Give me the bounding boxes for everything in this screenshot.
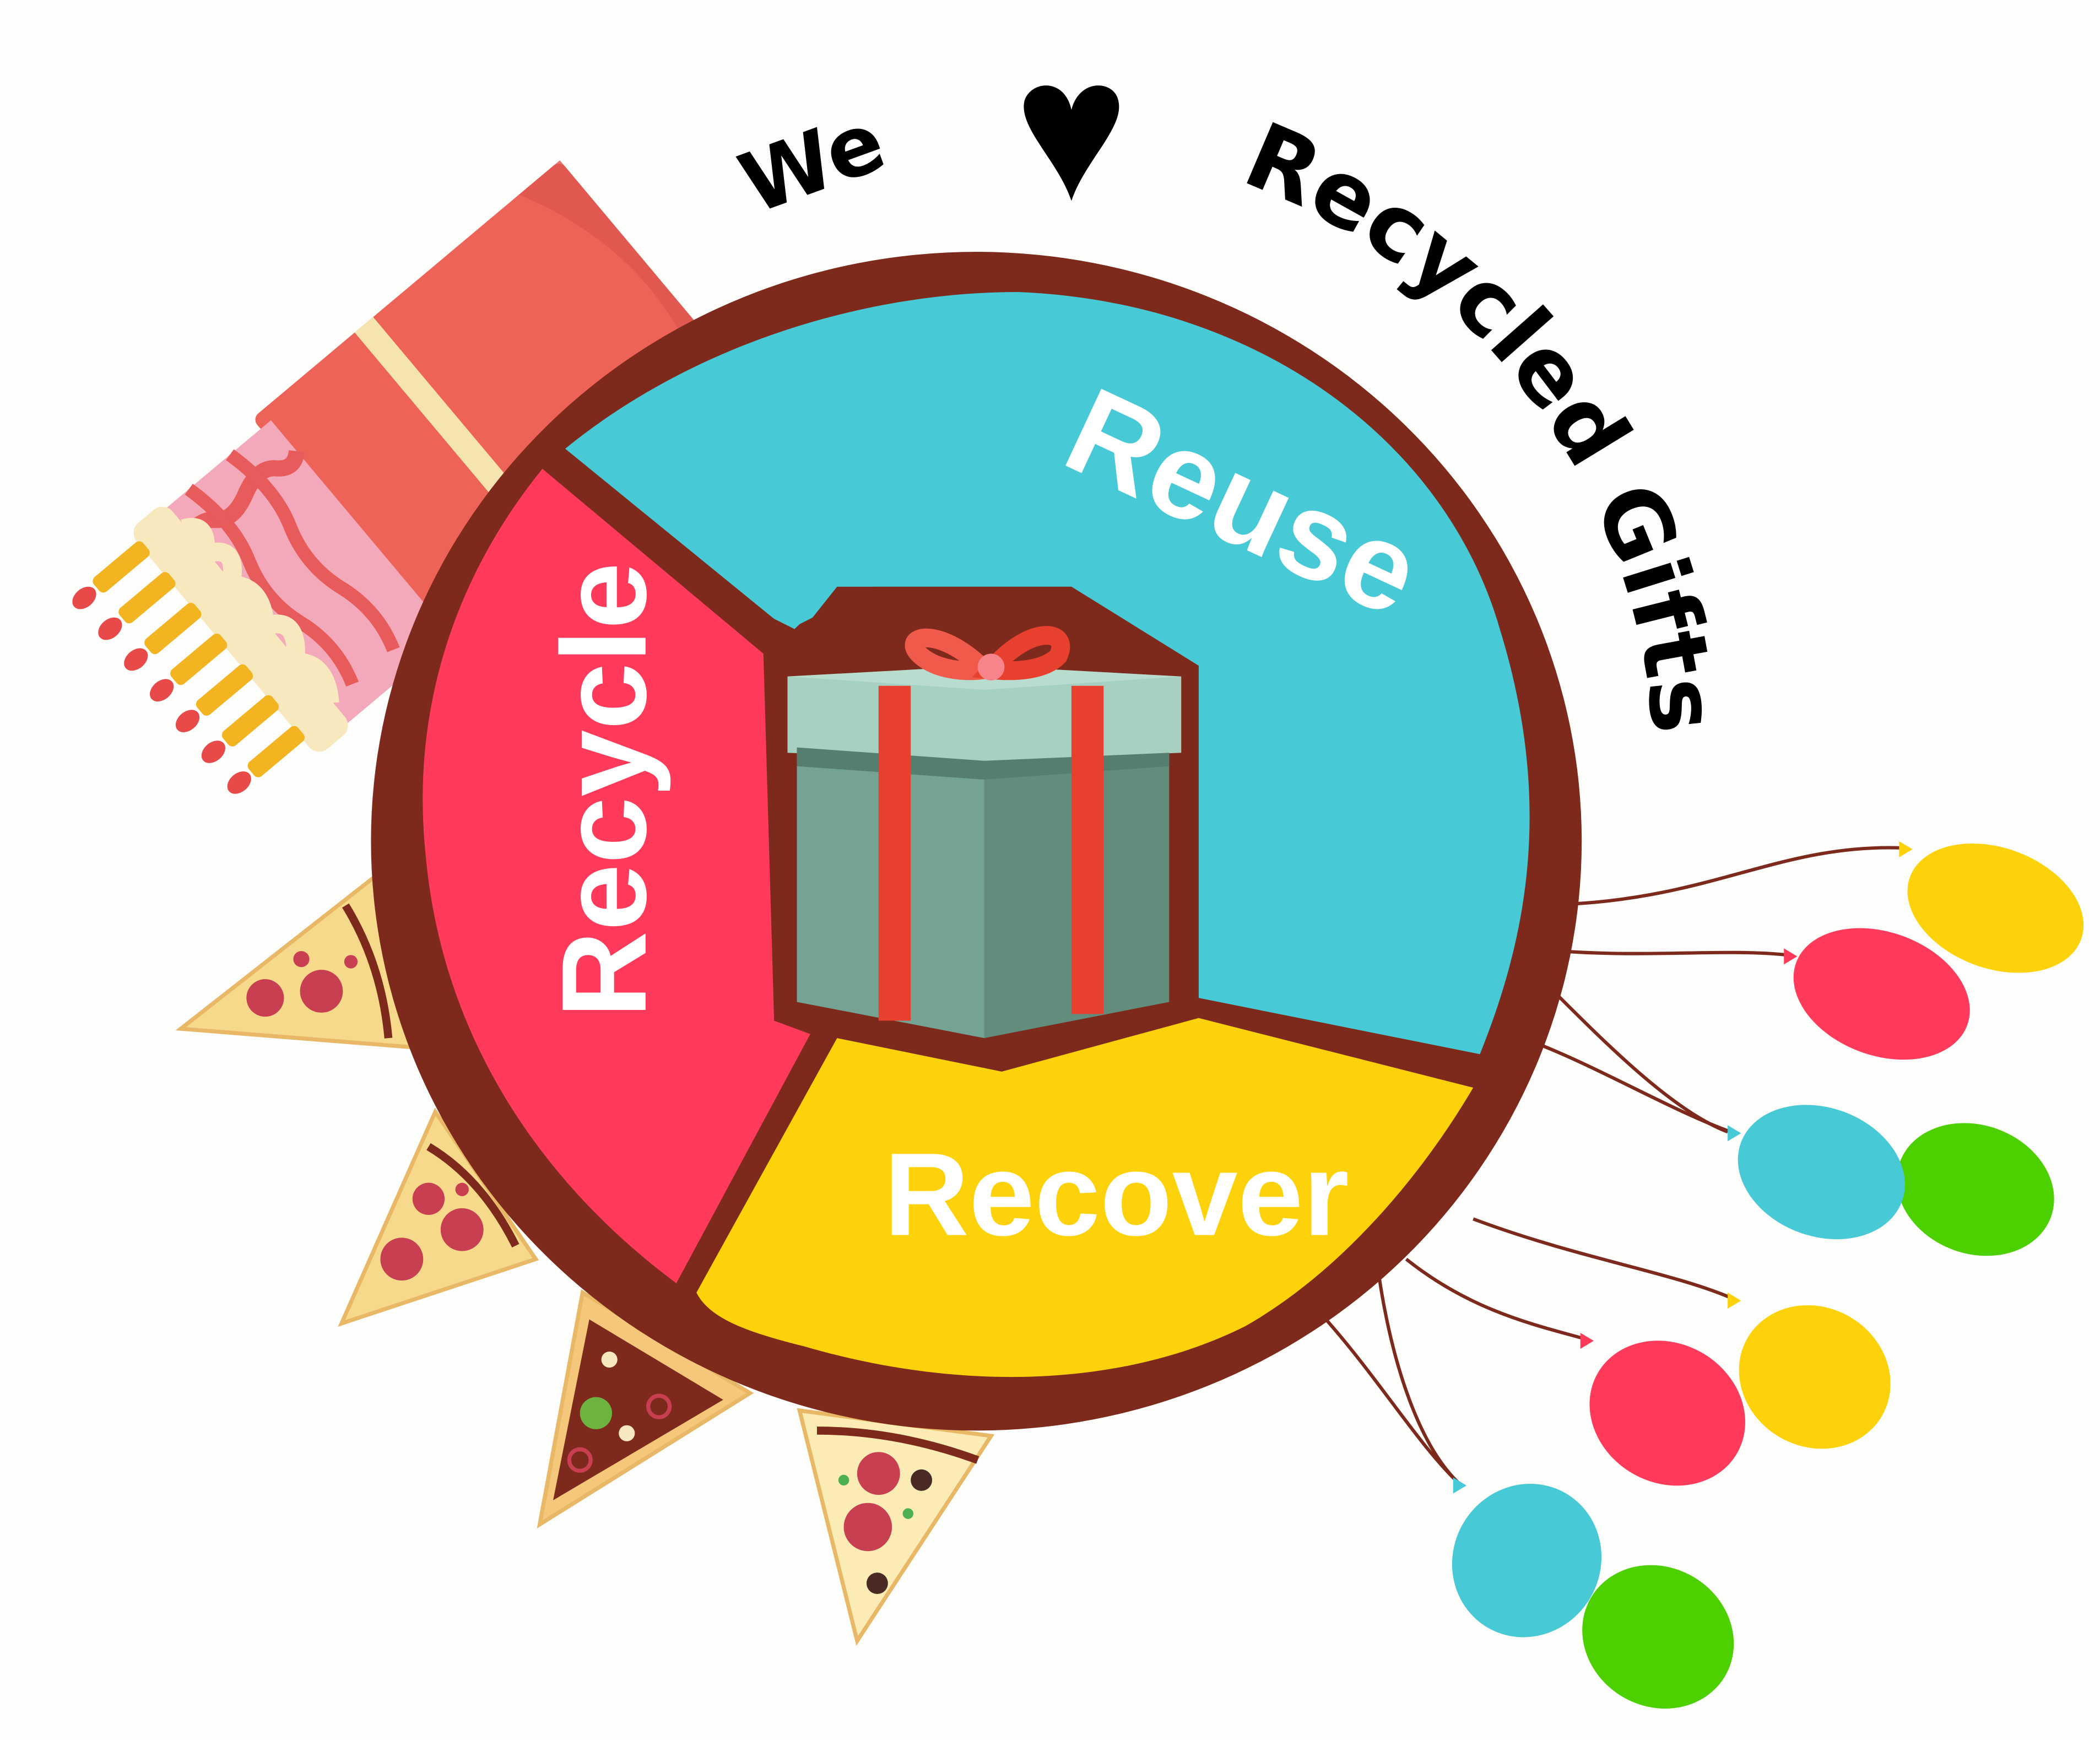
gift-box-icon bbox=[787, 626, 1182, 1039]
balloon-icon bbox=[1728, 1105, 1905, 1240]
recycle-label: Recycle bbox=[537, 562, 672, 1018]
heart-icon bbox=[1024, 85, 1119, 201]
pizza-slice-icon bbox=[338, 1107, 539, 1327]
balloon-icon bbox=[1728, 1293, 1891, 1449]
segment-recycle bbox=[423, 468, 810, 1283]
balloon-icon bbox=[1452, 1477, 1602, 1638]
balloon-icon bbox=[1582, 1565, 1734, 1709]
balloon-strings bbox=[1324, 846, 1902, 1485]
header-we: We bbox=[728, 92, 897, 233]
balloon-icon bbox=[1580, 1332, 1745, 1486]
segment-reuse bbox=[565, 291, 1530, 1055]
pizza-slice-icon bbox=[797, 1408, 995, 1646]
balloon-icon bbox=[1897, 1123, 2054, 1256]
segment-recover bbox=[696, 1018, 1474, 1377]
recover-label: Recover bbox=[884, 1128, 1349, 1260]
balloon-icon bbox=[1899, 841, 2084, 973]
balloon-icon bbox=[1784, 928, 1970, 1060]
